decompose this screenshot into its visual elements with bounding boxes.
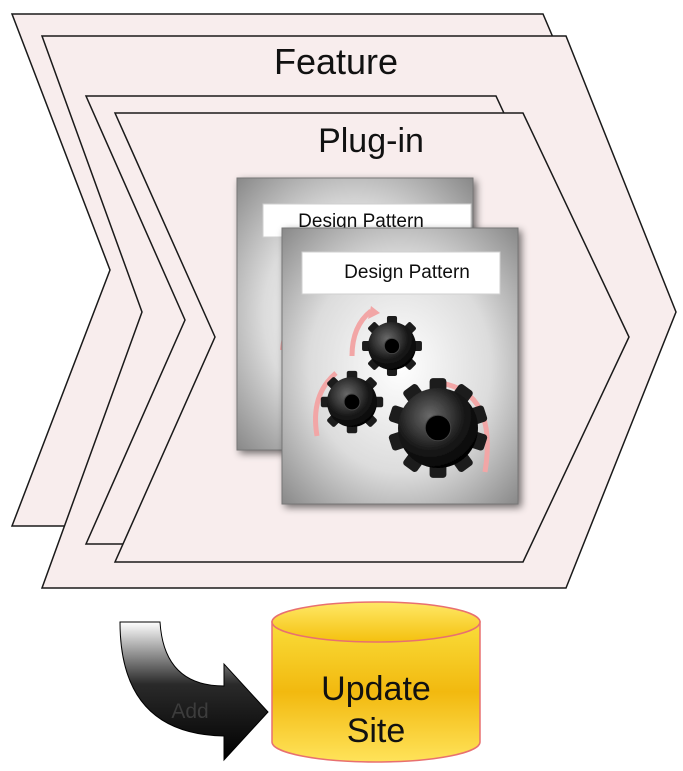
curved-arrow-icon [313,371,338,437]
curved-arrow-icon [349,309,373,357]
update-site-database-icon: Update Site [271,601,481,763]
design-pattern-label-back: Design Pattern [298,211,424,232]
plugin-label: Plug-in [318,122,424,160]
curved-arrow-icon [119,621,269,762]
update-site-line2: Site [347,712,406,750]
gear-icon [388,378,488,478]
gear-icon [320,370,384,434]
design-pattern-label-front: Design Pattern [344,262,470,283]
add-arrow: Add [119,621,269,762]
update-site-line1: Update [321,670,431,708]
feature-label: Feature [274,41,398,82]
design-pattern-card-front: Design Pattern [281,227,519,505]
add-label: Add [171,700,208,723]
gear-icon [362,316,422,376]
arrow-head-icon [368,306,380,319]
